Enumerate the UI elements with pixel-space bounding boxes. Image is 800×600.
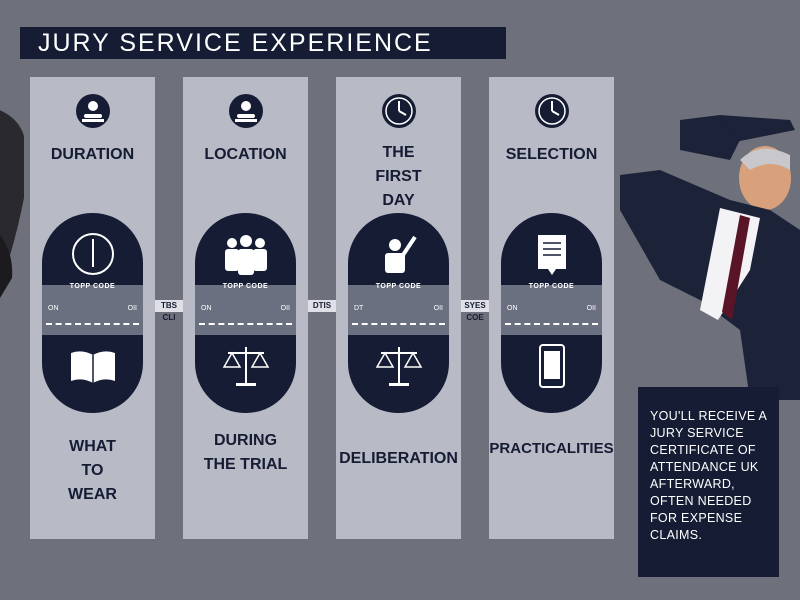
businessman-figure xyxy=(620,115,800,400)
panel-location: TOPP CODE ON OII xyxy=(195,213,296,413)
person-left-figure xyxy=(0,110,24,298)
open-book-icon xyxy=(70,351,115,383)
panel-off-label: OII xyxy=(433,305,443,312)
connector-3: SYES COE xyxy=(461,300,489,322)
panel-band xyxy=(42,285,143,335)
panel-off-label: OII xyxy=(127,305,137,312)
group-people-icon xyxy=(224,235,267,275)
panel-on-label: ON xyxy=(201,305,212,312)
panel-on-label: ON xyxy=(48,305,59,312)
panel-duration: TOPP CODE ON OII xyxy=(42,213,143,413)
raised-hand-person-icon xyxy=(384,235,417,273)
column-duration: DURATION TOPP CODE ON OII WHAT TO WEAR xyxy=(30,77,155,539)
judge-icon xyxy=(228,94,263,128)
document-icon xyxy=(537,235,566,275)
panel-selection: TOPP CODE ON OII xyxy=(501,213,602,413)
panel-dashed-line xyxy=(505,323,598,325)
label-selection: SELECTION xyxy=(505,146,598,163)
panel-code: TOPP CODE xyxy=(222,283,269,290)
panel-dashed-line xyxy=(199,323,292,325)
panel-on-label: DT xyxy=(354,305,364,312)
connector-1: TBS CLI xyxy=(155,300,183,322)
label-location: LOCATION xyxy=(204,146,287,163)
label-duration: DURATION xyxy=(50,146,135,163)
panel-band xyxy=(195,285,296,335)
label-during-the-trial: DURING THE TRIAL xyxy=(203,432,288,473)
tablet-icon xyxy=(538,344,565,388)
panel-first-day: TOPP CODE DT OII xyxy=(348,213,449,413)
column-first-day: THE FIRST DAY TOPP CODE DT OII DELIBERAT… xyxy=(336,77,461,539)
label-what-to-wear: WHAT TO WEAR xyxy=(68,438,117,503)
panel-code: TOPP CODE xyxy=(69,283,116,290)
panel-band xyxy=(501,285,602,335)
label-the-first-day: THE FIRST DAY xyxy=(375,144,422,209)
panel-code: TOPP CODE xyxy=(375,283,422,290)
info-box: YOU'LL RECEIVE A JURY SERVICE CERTIFICAT… xyxy=(638,387,779,577)
panel-off-label: OII xyxy=(280,305,290,312)
panel-code: TOPP CODE xyxy=(528,283,575,290)
column-selection: SELECTION TOPP CODE ON OII PRACTICALITIE… xyxy=(489,77,614,539)
clock-icon xyxy=(381,94,416,128)
scales-icon xyxy=(222,347,269,386)
label-practicalities: PRACTICALITIES xyxy=(489,440,614,457)
connector-2: DTIS xyxy=(308,300,336,312)
panel-on-label: ON xyxy=(507,305,518,312)
panel-off-label: OII xyxy=(586,305,596,312)
panel-dashed-line xyxy=(46,323,139,325)
judge-icon xyxy=(75,94,110,128)
clock-icon xyxy=(71,233,114,275)
panel-band xyxy=(348,285,449,335)
panel-dashed-line xyxy=(352,323,445,325)
label-deliberation: DELIBERATION xyxy=(339,450,458,467)
clock-icon xyxy=(534,94,569,128)
scales-icon xyxy=(375,347,422,386)
column-location: LOCATION TOPP CODE ON OII DURING THE TRI… xyxy=(183,77,308,539)
page-title: JURY SERVICE EXPERIENCE xyxy=(20,27,506,59)
